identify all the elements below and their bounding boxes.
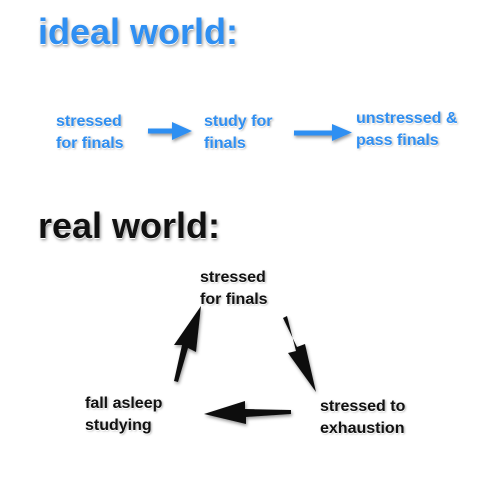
real-node-stressed-to-exhaustion: stressed to exhaustion xyxy=(320,398,406,437)
real-node-stressed-for-finals: stressed for finals xyxy=(200,269,268,308)
ideal-node-study-for-finals: study for finals xyxy=(204,113,273,152)
ideal-node-unstressed-pass-finals: unstressed & pass finals xyxy=(356,110,458,149)
real-arrow-2-to-3 xyxy=(204,401,291,424)
real-world-title: real world: xyxy=(38,205,221,246)
ideal-world-title: ideal world: xyxy=(38,11,239,52)
real-node-fall-asleep-studying: fall asleep studying xyxy=(85,395,163,434)
ideal-arrow-2 xyxy=(294,124,352,141)
real-arrow-1-to-2 xyxy=(283,316,316,392)
real-arrow-3-to-1 xyxy=(174,306,201,382)
ideal-arrow-1 xyxy=(148,122,192,140)
ideal-node-stressed-for-finals: stressed for finals xyxy=(56,113,124,152)
